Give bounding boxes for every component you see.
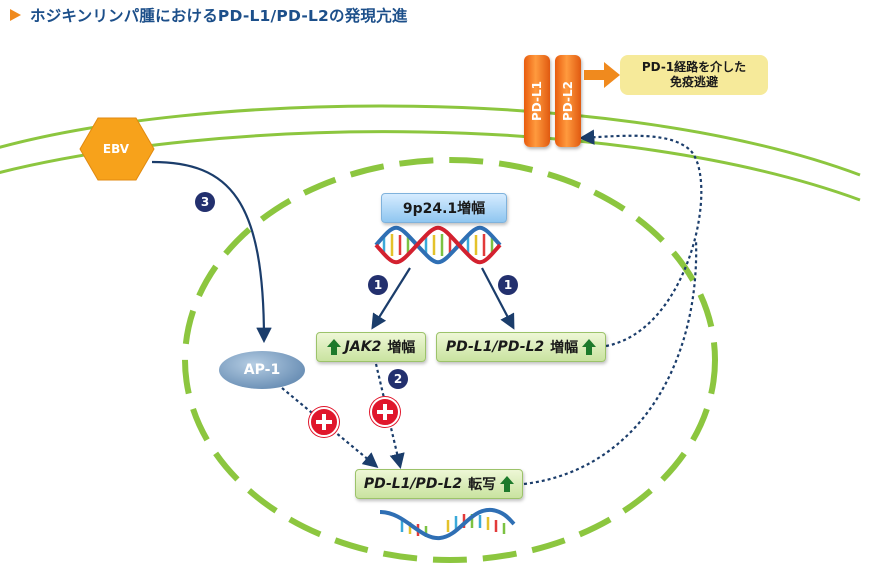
- dna-helix-top: [374, 225, 502, 265]
- immune-escape-line2: 免疫逃避: [669, 75, 718, 89]
- up-arrow-icon: [582, 339, 597, 355]
- ap1-node: AP-1: [219, 351, 305, 389]
- arrow-ebv-to-ap1: [151, 160, 272, 344]
- step-badge-1b: 1: [498, 275, 518, 295]
- step-badge-1a: 1: [368, 275, 388, 295]
- pdl-transcription-label: 転写: [468, 477, 497, 493]
- step-badge-3: 3: [195, 192, 215, 212]
- jak2-amplification-box: JAK2 増幅: [316, 332, 426, 362]
- amplification-9p24-label: 9p24.1増幅: [402, 201, 486, 217]
- ebv-label: EBV: [102, 142, 130, 156]
- dotted-arrow-amp-to-pdl: [578, 129, 703, 348]
- immune-escape-arrow: [584, 62, 620, 88]
- ebv-hexagon: [79, 117, 155, 181]
- ap1-label: AP-1: [243, 362, 281, 378]
- title-bullet-icon: [10, 9, 21, 21]
- pdl-amplification-box: PD-L1/PD-L2 増幅: [436, 332, 606, 362]
- immune-escape-box: PD-1経路を介した 免疫逃避: [620, 55, 768, 95]
- dotted-arrow-transcription-to-pdl: [523, 239, 698, 486]
- jak2-amp-label: 増幅: [387, 340, 416, 356]
- nucleus: [182, 157, 718, 563]
- pd-l1-label: PD-L1: [530, 81, 544, 121]
- pdl-transcription-box: PD-L1/PD-L2 転写: [355, 469, 523, 499]
- pdl-amp-gene-label: PD-L1/PD-L2: [445, 339, 545, 355]
- amplification-9p24-box: 9p24.1増幅: [381, 193, 507, 223]
- up-arrow-icon: [326, 339, 341, 355]
- title-text: ホジキンリンパ腫におけるPD-L1/PD-L2の発現亢進: [30, 7, 408, 25]
- plus-icon: [370, 397, 400, 427]
- pdl-transcription-gene-label: PD-L1/PD-L2: [363, 476, 463, 492]
- step-badge-2: 2: [388, 369, 408, 389]
- pd-l1-protein: PD-L1: [524, 55, 550, 147]
- mrna-strand: [379, 507, 516, 541]
- jak2-gene-label: JAK2: [344, 339, 382, 355]
- plus-icon: [309, 407, 339, 437]
- pdl-amp-label: 増幅: [550, 340, 579, 356]
- pd-l2-protein: PD-L2: [555, 55, 581, 147]
- immune-escape-line1: PD-1経路を介した: [641, 60, 747, 74]
- page-title: ホジキンリンパ腫におけるPD-L1/PD-L2の発現亢進: [6, 4, 408, 26]
- arrow-dna-to-jak2: [371, 267, 411, 330]
- pd-l2-label: PD-L2: [561, 81, 575, 121]
- arrow-dna-to-pdl-amp: [481, 267, 515, 330]
- up-arrow-icon: [500, 476, 515, 492]
